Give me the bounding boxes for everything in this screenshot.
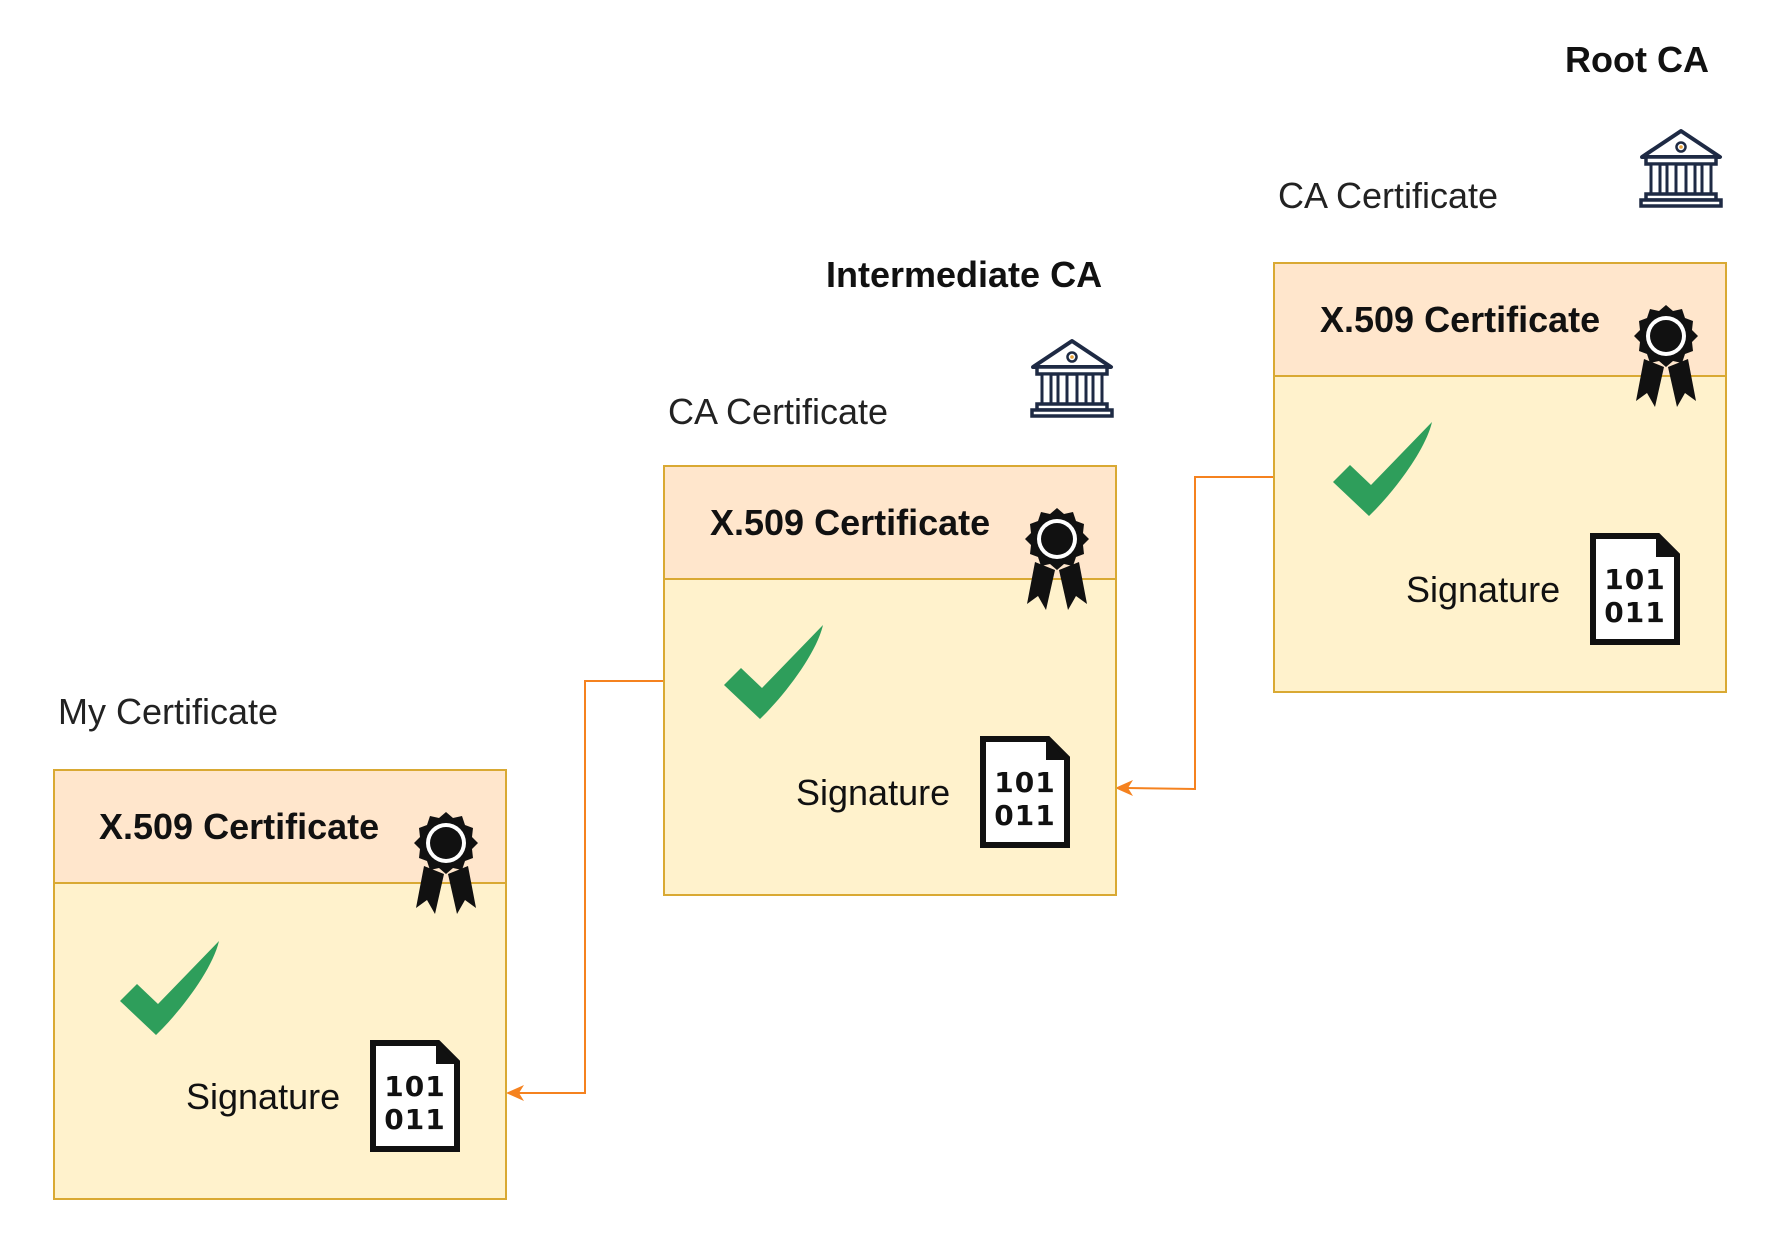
root-certificate-caption: CA Certificate xyxy=(1278,175,1498,216)
root-ca-title: Root CA xyxy=(1565,39,1709,80)
binary-file-icon: 101 011 xyxy=(1593,536,1677,642)
my-certificate: My Certificate X.509 Certificate Signatu… xyxy=(53,691,507,1200)
root-signature-label: Signature xyxy=(1406,569,1560,610)
bank-building-icon xyxy=(1639,129,1723,208)
binary-file-icon: 101 011 xyxy=(983,739,1067,845)
root-certificate-title: X.509 Certificate xyxy=(1320,299,1600,340)
binary-line-1: 101 xyxy=(384,1070,445,1103)
binary-line-1: 101 xyxy=(994,766,1055,799)
intermediate-signature-label: Signature xyxy=(796,772,950,813)
root-ca-certificate: Root CA CA Certificate X.509 Certificate… xyxy=(1273,39,1727,693)
binary-line-2: 011 xyxy=(994,799,1055,832)
binary-line-1: 101 xyxy=(1604,563,1665,596)
intermediate-certificate-caption: CA Certificate xyxy=(668,391,888,432)
binary-file-icon: 101 011 xyxy=(373,1043,457,1149)
my-certificate-title: X.509 Certificate xyxy=(99,806,379,847)
connector-intermediate-to-my xyxy=(506,680,663,1101)
intermediate-ca-title: Intermediate CA xyxy=(826,254,1102,295)
bank-building-icon xyxy=(1030,339,1114,418)
my-signature-label: Signature xyxy=(186,1076,340,1117)
intermediate-ca-certificate: Intermediate CA CA Certificate X.509 Cer… xyxy=(663,254,1117,896)
connector-root-to-intermediate xyxy=(1115,476,1273,796)
binary-line-2: 011 xyxy=(384,1103,445,1136)
binary-line-2: 011 xyxy=(1604,596,1665,629)
my-certificate-caption: My Certificate xyxy=(58,691,278,732)
intermediate-certificate-title: X.509 Certificate xyxy=(710,502,990,543)
